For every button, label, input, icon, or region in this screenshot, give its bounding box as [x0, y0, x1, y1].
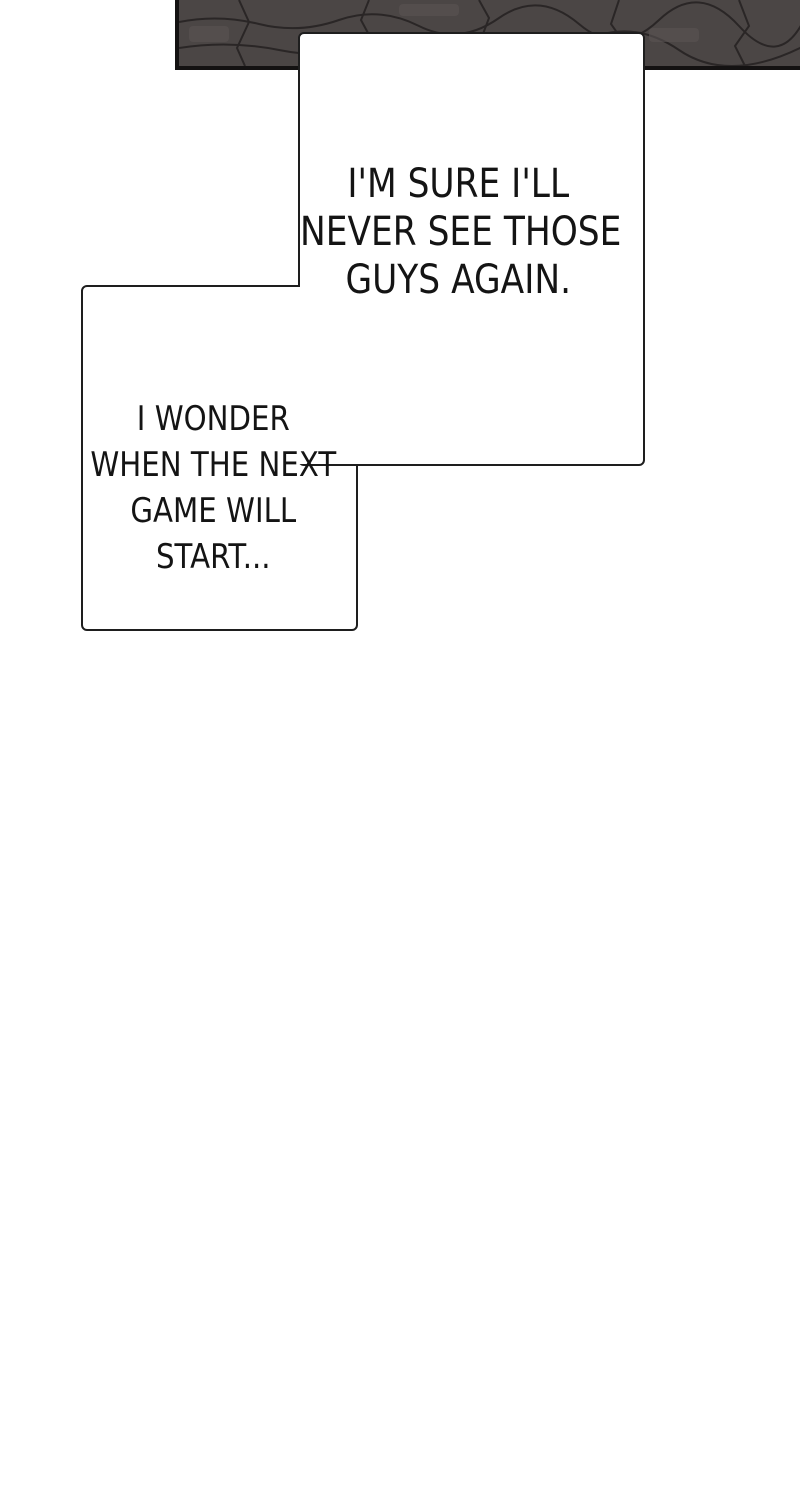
caption-line: I'M SURE I'LL: [347, 161, 570, 207]
caption-line: GAME WILL: [130, 491, 297, 531]
caption-line: WHEN THE NEXT: [90, 445, 337, 485]
caption-text-lower: I WONDER WHEN THE NEXT GAME WILL START..…: [83, 396, 344, 580]
caption-box-join: [296, 287, 360, 464]
caption-line: START...: [155, 537, 271, 577]
caption-line: I WONDER: [136, 399, 290, 439]
caption-text-upper: I'M SURE I'LL NEVER SEE THOSE GUYS AGAIN…: [300, 160, 622, 304]
caption-line: NEVER SEE THOSE: [300, 209, 622, 255]
caption-line: GUYS AGAIN.: [345, 257, 572, 303]
